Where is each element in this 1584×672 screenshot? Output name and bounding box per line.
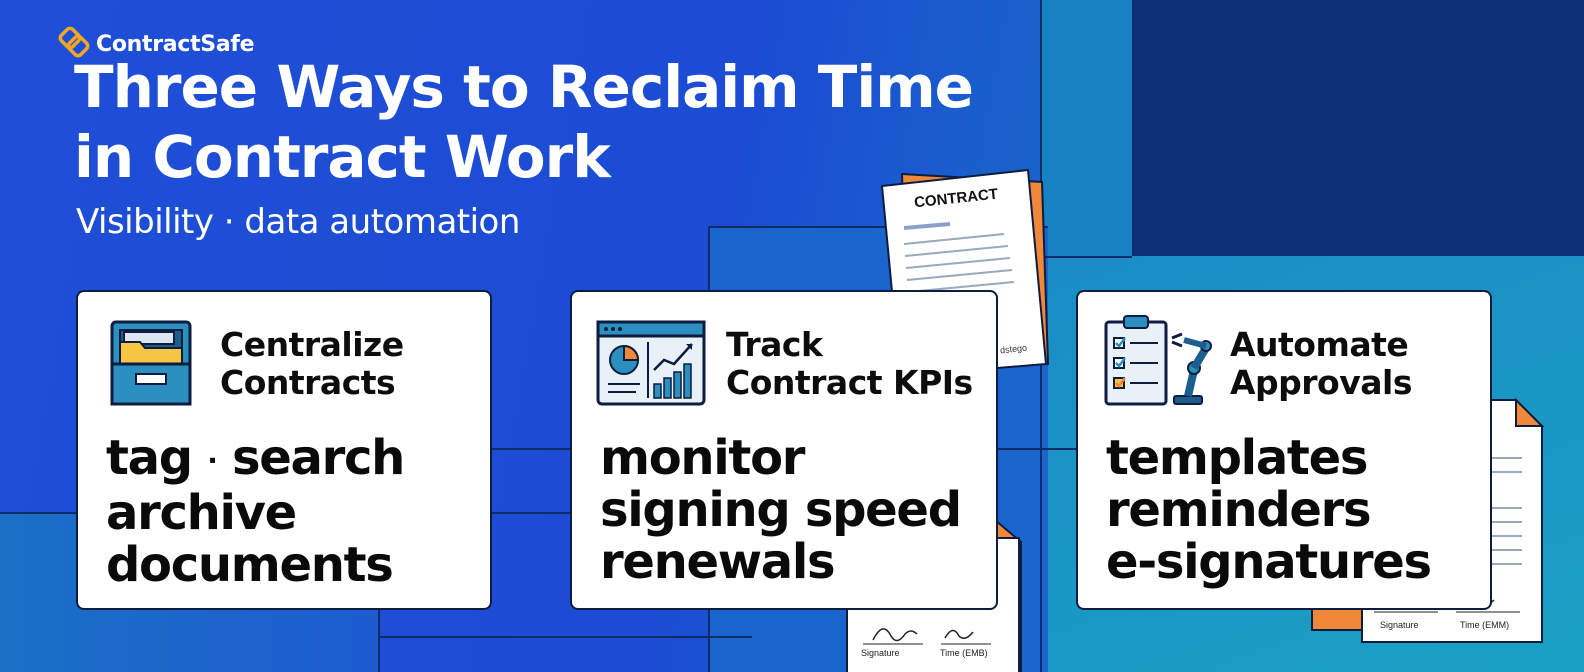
card-automate-approvals: Automate Approvals templates reminders e… bbox=[1076, 290, 1492, 610]
grid-line bbox=[380, 636, 752, 638]
contractsafe-logo-icon bbox=[58, 26, 90, 62]
grid-line bbox=[1132, 0, 1134, 256]
dashboard-chart-icon bbox=[596, 320, 706, 410]
card-body: monitor signing speed renewals bbox=[600, 430, 962, 590]
card-track-contract-kpis: Track Contract KPIs monitor signing spee… bbox=[570, 290, 998, 610]
background-navy-block bbox=[1132, 0, 1584, 256]
grid-line bbox=[490, 512, 570, 514]
grid-line bbox=[1040, 256, 1132, 258]
file-drawer-icon bbox=[106, 318, 196, 412]
time-label: Time (EMB) bbox=[940, 648, 988, 658]
grid-line bbox=[490, 448, 570, 450]
signature-label: Signature bbox=[861, 648, 900, 658]
card-body: tag · search archive documents bbox=[106, 430, 405, 593]
brand-name: ContractSafe bbox=[96, 31, 255, 57]
card-title: Automate Approvals bbox=[1230, 325, 1412, 402]
time-label-right: Time (EMM) bbox=[1460, 620, 1510, 630]
grid-line bbox=[996, 448, 1078, 450]
page-title: Three Ways to Reclaim Time in Contract W… bbox=[74, 52, 1034, 192]
page-title-line-2: in Contract Work bbox=[74, 123, 611, 191]
subtitle: Visibility · data automation bbox=[76, 202, 520, 242]
grid-line bbox=[708, 226, 1048, 228]
brand: ContractSafe bbox=[58, 26, 255, 62]
card-title: Track Contract KPIs bbox=[726, 325, 973, 402]
card-body: templates reminders e-signatures bbox=[1106, 430, 1432, 590]
card-centralize-contracts: Centralize Contracts tag · search archiv… bbox=[76, 290, 492, 610]
page-title-line-1: Three Ways to Reclaim Time bbox=[74, 53, 974, 121]
checklist-robot-arm-icon bbox=[1104, 312, 1216, 412]
card-title: Centralize Contracts bbox=[220, 325, 404, 402]
signature-label-right: Signature bbox=[1380, 620, 1419, 630]
